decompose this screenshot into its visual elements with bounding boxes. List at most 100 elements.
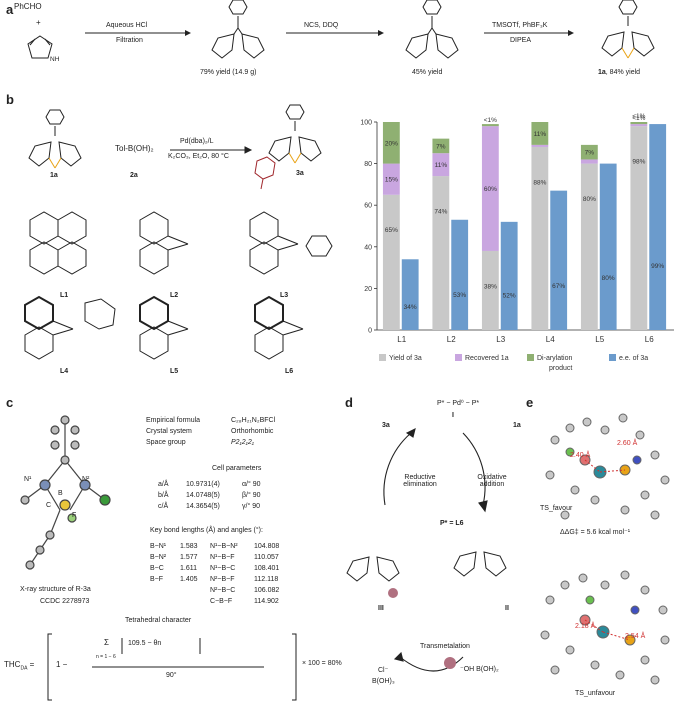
bar-recovered-1a [531,144,549,147]
ligand-label-L3: L3 [280,292,289,299]
yield-step1: 79% yield (14.9 g) [200,69,257,76]
bar-yield-of-3a [580,163,598,330]
legend-label: Recovered 1a [465,355,509,362]
bar-di-arylation-product [382,122,400,164]
bar-value-label: 11% [435,162,448,169]
step3-conditions: TMSOTf, PhBF₃K [492,22,548,29]
bar-value-label: 74% [434,209,447,216]
step2-conditions: NCS, DDQ [304,22,339,29]
x-tick-label: L6 [645,335,654,344]
bar-ee-of-3a [451,219,469,330]
ts-unfavour-label: TS_unfavour [575,690,616,697]
bar-yield-of-3a [531,146,549,330]
thc-result: × 100 = 80% [302,660,342,667]
step1-conditions: Aqueous HCl [106,22,148,29]
bar-value-label: 80% [602,275,615,282]
bar-value-label: 20% [385,140,398,147]
y-tick-label: 60 [364,203,372,210]
bar-value-label: 67% [552,283,565,290]
x-tick-label: L2 [447,335,456,344]
ligand-label-L6: L6 [285,368,294,375]
x-tick-label: L1 [397,335,406,344]
bar-value-label: 60% [484,186,497,193]
bar-ee-of-3a [500,221,518,330]
reagent-phcho: PhCHO [14,2,42,11]
ligand-label-L1: L1 [60,292,69,299]
ligand-definition: P* = L6 [440,520,464,527]
dipyrrin-structure [405,0,459,59]
panel-c-label: c [6,395,14,410]
product-3a [254,104,322,190]
cell-title: Cell parameters [212,465,262,472]
bodipy-1a-structure [601,0,655,59]
transition-state-models [540,413,670,685]
ligand-label-L4: L4 [60,368,69,375]
legend-label-cont: product [549,365,572,372]
bar-value-label: 52% [503,293,516,300]
panel-d-label: d [345,395,353,410]
bar-value-label: 98% [632,159,645,166]
yield-step3: 1a, 84% yield [598,69,641,76]
legend-label: Di-arylation [537,355,573,362]
dist-unfav-1: 2.18 Å [575,623,596,630]
bar-value-label: 7% [436,143,446,150]
atom-n2: N² [82,476,90,483]
bar-value-label: 15% [385,177,398,184]
y-tick-label: 40 [364,244,372,251]
bar-value-label: 34% [404,304,417,311]
bar-di-arylation-product [432,138,450,154]
step-oxidative-addition: Oxidative addition [477,474,507,488]
coupling-catalyst: Pd(dba)₂/L [180,138,214,145]
intermediate-II: II [505,605,509,612]
plus-sign: + [36,18,41,27]
intermediate-III: III [378,605,384,612]
bar-ee-of-3a [550,190,568,330]
dist-unfav-2: 2.54 Å [625,633,646,640]
thc-formula [47,633,297,701]
thc-lhs: THCDA = [4,660,35,672]
bar-di-arylation-product [630,122,648,125]
ligand-screening-chart: 02040608010065%15%20%34%L174%11%7%53%L23… [360,113,674,372]
bar-ee-of-3a [401,259,419,330]
ts-favour-label: TS_favour [540,505,573,512]
legend-label: Yield of 3a [389,355,422,362]
bar-value-label: 11% [534,131,547,138]
thc-sum: Σ [104,638,109,647]
step-transmetalation: Transmetalation [420,643,470,650]
legend-swatch [379,354,386,361]
bar-recovered-1a [580,159,598,164]
yield-step2: 45% yield [412,69,443,76]
bar-recovered-1a [382,163,400,195]
bar-ee-of-3a [649,124,667,330]
thc-denominator: 90° [166,672,177,679]
bar-value-label: <1% [484,117,497,124]
bar-yield-of-3a [630,126,648,330]
y-tick-label: 80 [364,161,372,168]
step-reductive-elimination: Reductive elimination [403,474,437,488]
label-2a: 2a [130,172,138,179]
dist-fav-2: 2.60 Å [617,440,638,447]
step3-base: DIPEA [510,37,532,44]
bar-value-label: 65% [385,227,398,234]
ligand-label-L2: L2 [170,292,179,299]
bar-value-label: 38% [484,283,497,290]
thc-title: Tetrahedral character [125,617,192,624]
thc-index: n = 1 − 6 [96,654,116,660]
bar-value-label: <1% [632,115,645,122]
pyrrole-structure [27,35,53,59]
pyrrole-nh: NH [50,56,60,63]
ligand-L1 [29,211,87,275]
legend-swatch [527,354,534,361]
dipyrromethane-structure [211,0,265,59]
y-tick-label: 0 [368,328,372,335]
bar-value-label: 80% [583,196,596,203]
bond-title: Key bond lengths (Å) and angles (°): [150,527,263,534]
ligand-L4 [24,295,116,360]
step1-workup: Filtration [116,37,143,44]
atom-b: B [58,490,63,497]
bar-di-arylation-product [580,144,598,160]
atom-c: C [46,502,52,509]
boronate-reagent: ⁻OH B(OH)₂ [460,666,499,673]
panel-b-scheme [24,104,333,360]
